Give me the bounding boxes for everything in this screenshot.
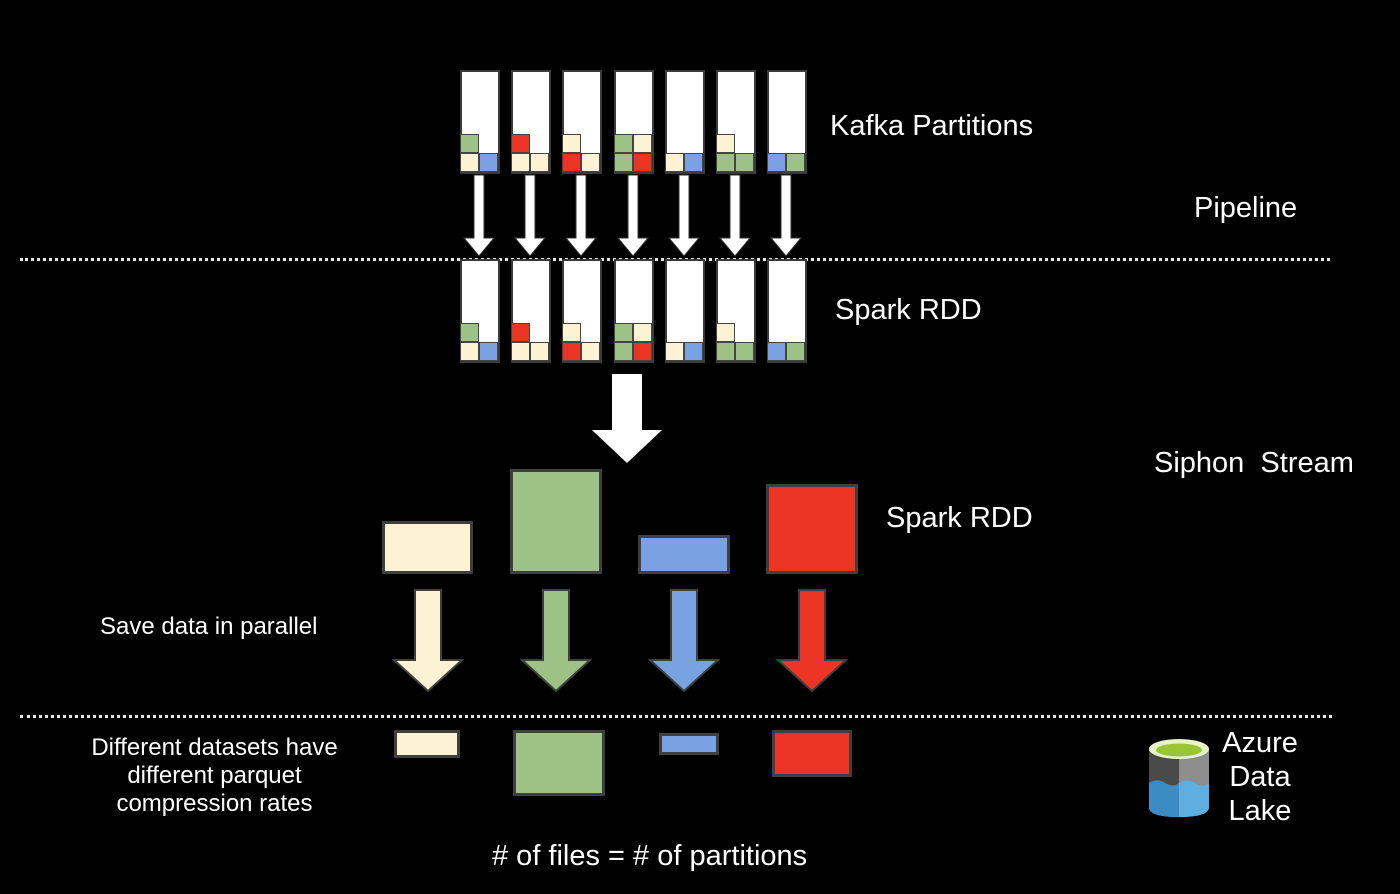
record-cell-cream bbox=[530, 153, 549, 172]
record-cell-green bbox=[614, 134, 633, 153]
record-cell-red bbox=[562, 153, 581, 172]
partition-flow-arrow bbox=[462, 174, 496, 257]
file-box-green bbox=[513, 730, 605, 796]
record-cell-cream bbox=[562, 323, 581, 342]
record-cell-cream bbox=[633, 323, 652, 342]
partition-flow-arrow bbox=[513, 174, 547, 257]
record-cell-red bbox=[633, 153, 652, 172]
record-cell-cream bbox=[530, 342, 549, 361]
save-arrow-cream bbox=[391, 589, 465, 693]
record-cell-cream bbox=[511, 342, 530, 361]
datalake-divider bbox=[20, 715, 1332, 718]
rdd-box-cream bbox=[382, 521, 473, 574]
record-cell-red bbox=[562, 342, 581, 361]
record-cell-red bbox=[511, 323, 530, 342]
file-box-cream bbox=[394, 730, 460, 758]
record-cell-cream bbox=[716, 134, 735, 153]
record-cell-cream bbox=[665, 153, 684, 172]
record-cell-blue bbox=[767, 153, 786, 172]
file-box-red bbox=[772, 730, 852, 777]
pipeline-label: Pipeline bbox=[1194, 192, 1298, 224]
record-cell-green bbox=[460, 323, 479, 342]
record-cell-blue bbox=[767, 342, 786, 361]
spark-rdd-label-2: Spark RDD bbox=[886, 502, 1033, 534]
record-cell-blue bbox=[684, 342, 703, 361]
record-cell-green bbox=[786, 342, 805, 361]
partition-flow-arrow bbox=[667, 174, 701, 257]
record-cell-green bbox=[614, 153, 633, 172]
record-cell-green bbox=[716, 342, 735, 361]
save-arrow-blue bbox=[647, 589, 721, 693]
partition-flow-arrow bbox=[564, 174, 598, 257]
files-partitions-label: # of files = # of partitions bbox=[492, 840, 808, 872]
siphon-stream-label: Siphon Stream bbox=[1154, 447, 1354, 479]
record-cell-cream bbox=[460, 153, 479, 172]
record-cell-blue bbox=[479, 342, 498, 361]
rdd-box-blue bbox=[638, 535, 730, 574]
record-cell-cream bbox=[581, 153, 600, 172]
kafka-partitions-label: Kafka Partitions bbox=[830, 110, 1034, 142]
azure-data-lake-label: Azure Data Lake bbox=[1222, 727, 1298, 827]
record-cell-red bbox=[633, 342, 652, 361]
record-cell-green bbox=[614, 342, 633, 361]
record-cell-cream bbox=[665, 342, 684, 361]
record-cell-green bbox=[735, 153, 754, 172]
record-cell-cream bbox=[581, 342, 600, 361]
record-cell-blue bbox=[479, 153, 498, 172]
rdd-box-green bbox=[510, 469, 602, 574]
partition-flow-arrow bbox=[718, 174, 752, 257]
record-cell-blue bbox=[684, 153, 703, 172]
record-cell-cream bbox=[460, 342, 479, 361]
save-parallel-label: Save data in parallel bbox=[100, 613, 318, 640]
spark-rdd-label-1: Spark RDD bbox=[835, 294, 982, 326]
azure-data-lake-icon bbox=[1149, 739, 1209, 817]
partition-flow-arrow bbox=[616, 174, 650, 257]
partition-flow-arrow bbox=[769, 174, 803, 257]
save-arrow-green bbox=[519, 589, 593, 693]
record-cell-cream bbox=[633, 134, 652, 153]
record-cell-cream bbox=[716, 323, 735, 342]
rdd-box-red bbox=[766, 484, 858, 574]
compression-note-label: Different datasets have different parque… bbox=[91, 734, 338, 817]
save-arrow-red bbox=[775, 589, 849, 693]
record-cell-green bbox=[716, 153, 735, 172]
record-cell-green bbox=[786, 153, 805, 172]
record-cell-green bbox=[614, 323, 633, 342]
record-cell-cream bbox=[562, 134, 581, 153]
file-box-blue bbox=[659, 733, 719, 755]
record-cell-green bbox=[460, 134, 479, 153]
record-cell-cream bbox=[511, 153, 530, 172]
record-cell-red bbox=[511, 134, 530, 153]
record-cell-green bbox=[735, 342, 754, 361]
